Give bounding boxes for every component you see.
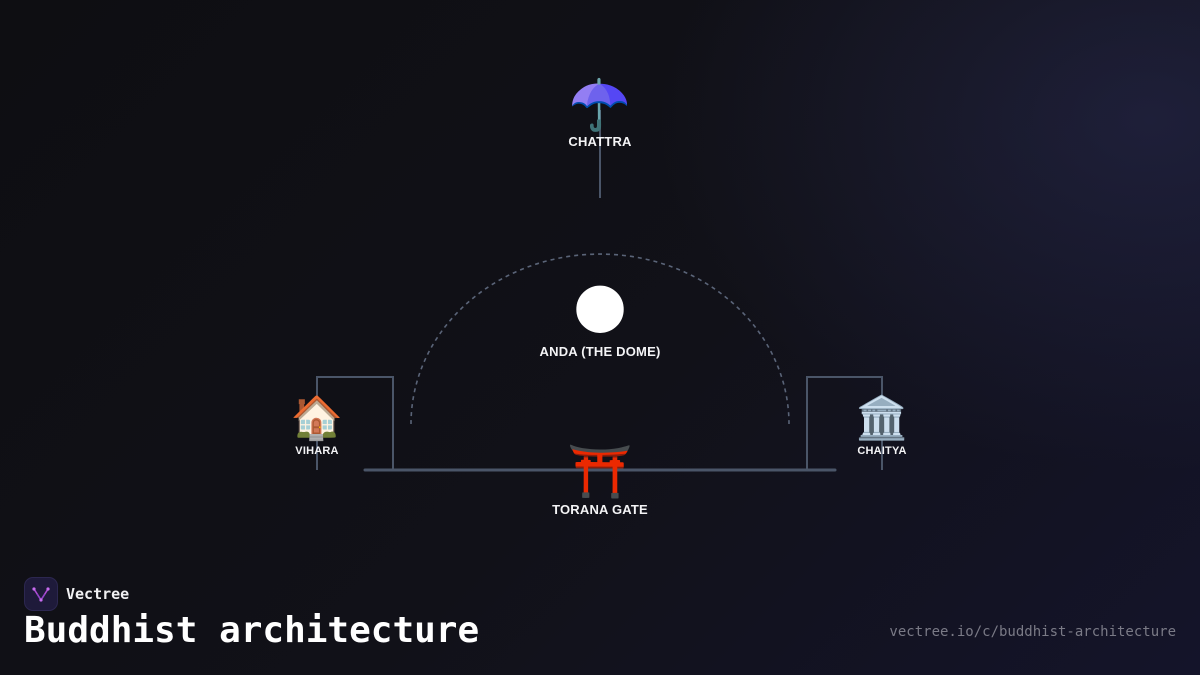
torii-gate-icon: ⛩️ xyxy=(567,443,633,501)
dark-moon-icon: 🌑 xyxy=(571,281,629,341)
node-vihara-label: VIHARA xyxy=(295,445,339,457)
node-chaitya: 🏛️ CHAITYA xyxy=(855,394,909,458)
node-torana: ⛩️ TORANA GATE xyxy=(552,446,648,517)
vectree-logo-icon xyxy=(24,577,58,611)
node-chattra-label: CHATTRA xyxy=(568,134,632,149)
node-vihara: 🏠 VIHARA xyxy=(290,394,344,458)
brand: Vectree xyxy=(24,577,129,611)
node-chattra: ☂️ CHATTRA xyxy=(568,80,631,149)
source-url: vectree.io/c/buddhist-architecture xyxy=(889,624,1176,640)
brand-name: Vectree xyxy=(66,585,130,603)
page-title: Buddhist architecture xyxy=(24,610,480,651)
node-anda: 🌑 ANDA (THE DOME) xyxy=(540,284,661,359)
vihara-frame-line xyxy=(316,376,394,470)
dome-outline xyxy=(410,253,790,425)
node-chaitya-label: CHAITYA xyxy=(857,445,907,457)
node-torana-label: TORANA GATE xyxy=(552,502,648,517)
house-icon: 🏠 xyxy=(290,394,344,441)
node-anda-label: ANDA (THE DOME) xyxy=(539,344,661,359)
chaitya-frame-line xyxy=(806,376,883,470)
classical-building-icon: 🏛️ xyxy=(855,394,909,441)
umbrella-icon: ☂️ xyxy=(568,77,632,133)
